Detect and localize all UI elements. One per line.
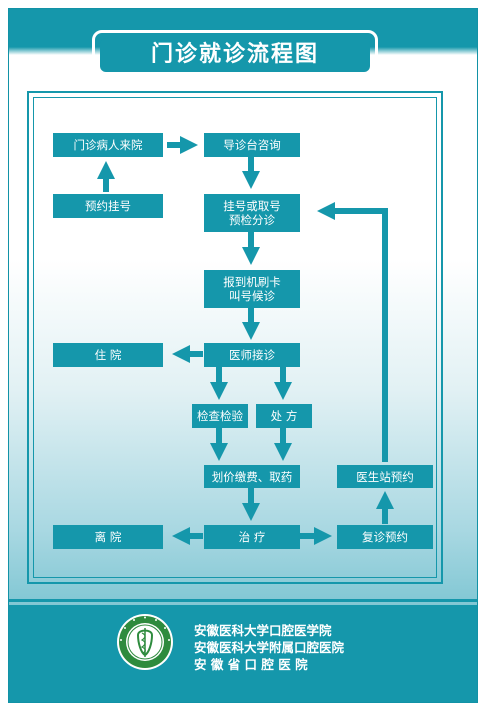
node-prescription: 处 方 bbox=[256, 404, 312, 428]
node-followup-appointment: 复诊预约 bbox=[337, 525, 433, 549]
node-label-line2: 预检分诊 bbox=[229, 213, 275, 227]
node-label-line1: 报到机刷卡 bbox=[223, 275, 281, 289]
node-checkin-waiting: 报到机刷卡 叫号候诊 bbox=[204, 270, 300, 308]
arrow-station-to-register bbox=[317, 202, 388, 462]
node-doctor-consult: 医师接诊 bbox=[204, 343, 300, 367]
node-outpatient-arrival: 门诊病人来院 bbox=[53, 133, 163, 157]
node-label-line1: 挂号或取号 bbox=[223, 199, 281, 213]
node-label: 导诊台咨询 bbox=[223, 138, 281, 152]
node-registration-triage: 挂号或取号 预检分诊 bbox=[204, 194, 300, 232]
node-discharge: 离 院 bbox=[53, 525, 163, 549]
institution-name-line2: 安徽医科大学附属口腔医院 bbox=[194, 640, 345, 655]
flowchart-frame-inner bbox=[33, 97, 437, 578]
node-label: 预约挂号 bbox=[85, 199, 131, 213]
node-treatment: 治 疗 bbox=[204, 525, 300, 549]
title-frame bbox=[92, 30, 378, 80]
node-label: 医生站预约 bbox=[356, 469, 414, 484]
node-label: 医师接诊 bbox=[229, 348, 275, 362]
node-label: 门诊病人来院 bbox=[73, 138, 143, 152]
flowchart-frame-outer bbox=[27, 91, 443, 584]
node-label-line2: 叫号候诊 bbox=[229, 289, 275, 303]
hospital-emblem-icon bbox=[117, 614, 173, 670]
node-label: 离 院 bbox=[94, 530, 122, 544]
footer-band bbox=[9, 605, 477, 702]
institution-name-line3: 安 徽 省 口 腔 医 院 bbox=[194, 657, 308, 672]
node-label: 复诊预约 bbox=[362, 530, 408, 544]
node-label: 处 方 bbox=[270, 409, 298, 423]
node-appointment-registration: 预约挂号 bbox=[53, 194, 163, 218]
node-hospitalization: 住 院 bbox=[53, 343, 163, 367]
node-exam: 检查检验 bbox=[192, 404, 248, 428]
page-title: 门诊就诊流程图 bbox=[100, 38, 370, 72]
institution-name-line1: 安徽医科大学口腔医学院 bbox=[194, 623, 332, 638]
node-label: 住 院 bbox=[94, 348, 122, 362]
node-station-appointment: 医生站预约 bbox=[337, 465, 433, 488]
node-guide-desk: 导诊台咨询 bbox=[204, 133, 300, 157]
node-label: 划价缴费、取药 bbox=[211, 469, 293, 484]
node-label: 治 疗 bbox=[238, 530, 266, 544]
node-label: 检查检验 bbox=[197, 409, 243, 423]
node-payment: 划价缴费、取药 bbox=[204, 465, 300, 488]
footer-divider bbox=[9, 599, 477, 602]
